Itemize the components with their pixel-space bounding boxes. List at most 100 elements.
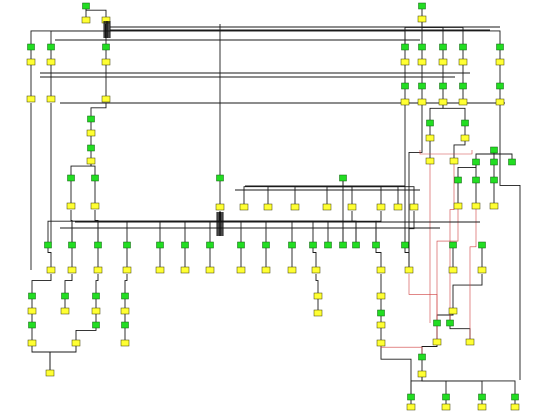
yellow-node bbox=[495, 98, 505, 106]
green-node bbox=[28, 321, 36, 329]
node-box bbox=[472, 158, 480, 166]
yellow-node bbox=[120, 307, 130, 315]
green-node bbox=[87, 115, 95, 123]
node-box bbox=[449, 157, 459, 165]
node-box bbox=[511, 393, 519, 401]
node-box bbox=[86, 129, 96, 137]
node-box bbox=[461, 119, 469, 127]
yellow-node bbox=[26, 58, 36, 66]
node-box bbox=[60, 307, 70, 315]
node-box bbox=[417, 58, 427, 66]
node-box bbox=[155, 266, 165, 274]
green-node bbox=[439, 82, 447, 90]
node-box bbox=[458, 58, 468, 66]
node-box bbox=[205, 266, 215, 274]
yellow-node bbox=[90, 202, 100, 210]
yellow-node bbox=[347, 203, 357, 211]
node-box bbox=[87, 144, 95, 152]
node-box bbox=[478, 393, 486, 401]
node-box bbox=[417, 98, 427, 106]
node-box bbox=[401, 82, 409, 90]
yellow-node bbox=[46, 266, 56, 274]
green-node bbox=[68, 241, 76, 249]
green-node bbox=[61, 292, 69, 300]
green-node bbox=[426, 119, 434, 127]
node-box bbox=[449, 241, 457, 249]
yellow-node bbox=[417, 98, 427, 106]
green-node bbox=[372, 241, 380, 249]
yellow-node bbox=[27, 339, 37, 347]
node-box bbox=[459, 82, 467, 90]
node-box bbox=[206, 241, 214, 249]
node-box bbox=[495, 58, 505, 66]
edge bbox=[375, 245, 382, 270]
yellow-node bbox=[448, 307, 458, 315]
node-box bbox=[262, 241, 270, 249]
yellow-node bbox=[409, 203, 419, 211]
yellow-node bbox=[27, 307, 37, 315]
node-box bbox=[28, 321, 36, 329]
edge bbox=[380, 343, 412, 397]
yellow-node bbox=[86, 157, 96, 165]
node-box bbox=[417, 370, 427, 378]
yellow-node bbox=[438, 58, 448, 66]
node-box bbox=[26, 95, 36, 103]
yellow-node bbox=[376, 292, 386, 300]
node-box bbox=[425, 134, 435, 142]
green-node bbox=[121, 321, 129, 329]
node-box bbox=[92, 321, 100, 329]
green-node bbox=[216, 174, 224, 182]
node-box bbox=[508, 158, 516, 166]
node-box bbox=[406, 403, 416, 411]
node-box bbox=[101, 58, 111, 66]
node-box bbox=[496, 43, 504, 51]
green-node bbox=[288, 241, 296, 249]
green-node bbox=[121, 292, 129, 300]
yellow-node bbox=[180, 266, 190, 274]
edge bbox=[404, 245, 410, 270]
node-box bbox=[82, 2, 90, 10]
yellow-node bbox=[215, 203, 225, 211]
edge bbox=[90, 103, 107, 119]
node-box bbox=[46, 266, 56, 274]
yellow-node bbox=[122, 266, 132, 274]
node-box bbox=[216, 174, 224, 182]
node-box bbox=[376, 203, 386, 211]
edge bbox=[342, 178, 399, 207]
node-box bbox=[339, 174, 347, 182]
green-node bbox=[418, 2, 426, 10]
nodes-layer bbox=[26, 2, 520, 411]
node-box bbox=[322, 203, 332, 211]
yellow-node bbox=[460, 134, 470, 142]
green-node bbox=[27, 43, 35, 51]
node-box bbox=[44, 241, 52, 249]
edge bbox=[499, 102, 521, 380]
node-box bbox=[418, 43, 426, 51]
node-box bbox=[94, 241, 102, 249]
node-box bbox=[393, 203, 403, 211]
yellow-node bbox=[406, 403, 416, 411]
node-box bbox=[120, 307, 130, 315]
node-box bbox=[46, 95, 56, 103]
node-box bbox=[477, 403, 487, 411]
node-box bbox=[439, 43, 447, 51]
yellow-node bbox=[376, 321, 386, 329]
green-node bbox=[401, 82, 409, 90]
green-node bbox=[446, 319, 454, 327]
node-box bbox=[448, 307, 458, 315]
node-box bbox=[417, 15, 427, 23]
node-box bbox=[87, 115, 95, 123]
green-node bbox=[461, 119, 469, 127]
node-box bbox=[290, 203, 300, 211]
node-box bbox=[465, 338, 475, 346]
node-box bbox=[441, 403, 451, 411]
node-box bbox=[453, 202, 463, 210]
yellow-node bbox=[449, 157, 459, 165]
green-node bbox=[94, 241, 102, 249]
yellow-node bbox=[26, 95, 36, 103]
green-node bbox=[92, 292, 100, 300]
green-node bbox=[478, 241, 486, 249]
node-box bbox=[237, 241, 245, 249]
green-node bbox=[44, 241, 52, 249]
node-box bbox=[400, 98, 410, 106]
